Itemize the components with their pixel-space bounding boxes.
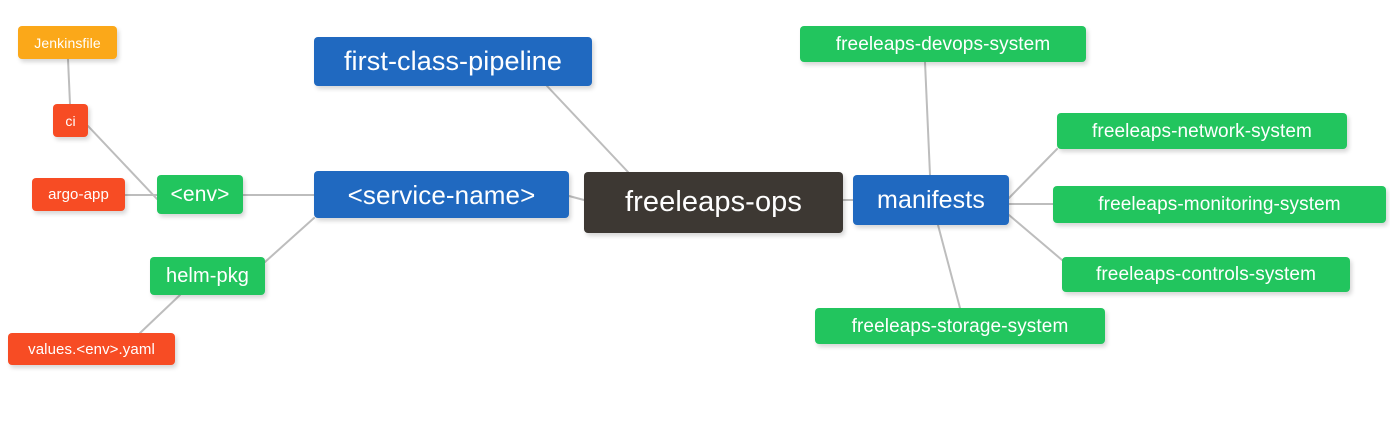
- mindmap-node-label: values.<env>.yaml: [28, 340, 155, 358]
- mindmap-node-env[interactable]: <env>: [157, 175, 243, 214]
- edge-jenkinsfile-to-ci: [67, 58, 71, 105]
- mindmap-node-monitoring-system[interactable]: freeleaps-monitoring-system: [1053, 186, 1386, 223]
- mindmap-node-controls-system[interactable]: freeleaps-controls-system: [1062, 257, 1350, 292]
- mindmap-node-label: freeleaps-monitoring-system: [1098, 194, 1341, 215]
- mindmap-node-values-yaml[interactable]: values.<env>.yaml: [8, 333, 175, 365]
- mindmap-node-label: manifests: [877, 185, 985, 214]
- mindmap-node-ci[interactable]: ci: [53, 104, 88, 137]
- edge-manifests-to-network-system: [1008, 148, 1058, 199]
- edge-helm-pkg-to-values-yaml: [139, 294, 181, 334]
- mindmap-node-label: freeleaps-devops-system: [835, 33, 1051, 55]
- mindmap-node-storage-system[interactable]: freeleaps-storage-system: [815, 308, 1105, 344]
- mindmap-node-label: <env>: [170, 183, 230, 206]
- mindmap-node-freeleaps-ops[interactable]: freeleaps-ops: [584, 172, 843, 233]
- edge-service-name-to-helm-pkg: [264, 217, 315, 263]
- mindmap-node-jenkinsfile[interactable]: Jenkinsfile: [18, 26, 117, 59]
- mindmap-node-label: argo-app: [48, 186, 109, 203]
- mindmap-node-network-system[interactable]: freeleaps-network-system: [1057, 113, 1347, 149]
- mindmap-node-label: ci: [65, 112, 76, 129]
- edge-manifests-to-devops-system: [924, 61, 931, 176]
- edge-manifests-to-storage-system: [937, 224, 961, 309]
- mindmap-node-label: freeleaps-network-system: [1092, 120, 1312, 142]
- edge-service-name-to-freeleaps-ops: [568, 195, 585, 201]
- mindmap-node-label: Jenkinsfile: [34, 34, 101, 51]
- mindmap-node-manifests[interactable]: manifests: [853, 175, 1009, 225]
- mindmap-node-pipeline[interactable]: first-class-pipeline: [314, 37, 592, 86]
- mindmap-node-label: helm-pkg: [165, 265, 250, 287]
- mindmap-node-label: freeleaps-controls-system: [1095, 264, 1317, 285]
- mindmap-node-helm-pkg[interactable]: helm-pkg: [150, 257, 265, 295]
- mindmap-node-label: <service-name>: [347, 179, 536, 210]
- mindmap-node-label: freeleaps-ops: [624, 186, 802, 218]
- mindmap-node-service-name[interactable]: <service-name>: [314, 171, 569, 218]
- mindmap-node-label: first-class-pipeline: [343, 46, 563, 76]
- mindmap-node-argo-app[interactable]: argo-app: [32, 178, 125, 211]
- mindmap-node-devops-system[interactable]: freeleaps-devops-system: [800, 26, 1086, 62]
- mindmap-node-label: freeleaps-storage-system: [851, 315, 1069, 337]
- edge-pipeline-to-freeleaps-ops: [546, 85, 629, 173]
